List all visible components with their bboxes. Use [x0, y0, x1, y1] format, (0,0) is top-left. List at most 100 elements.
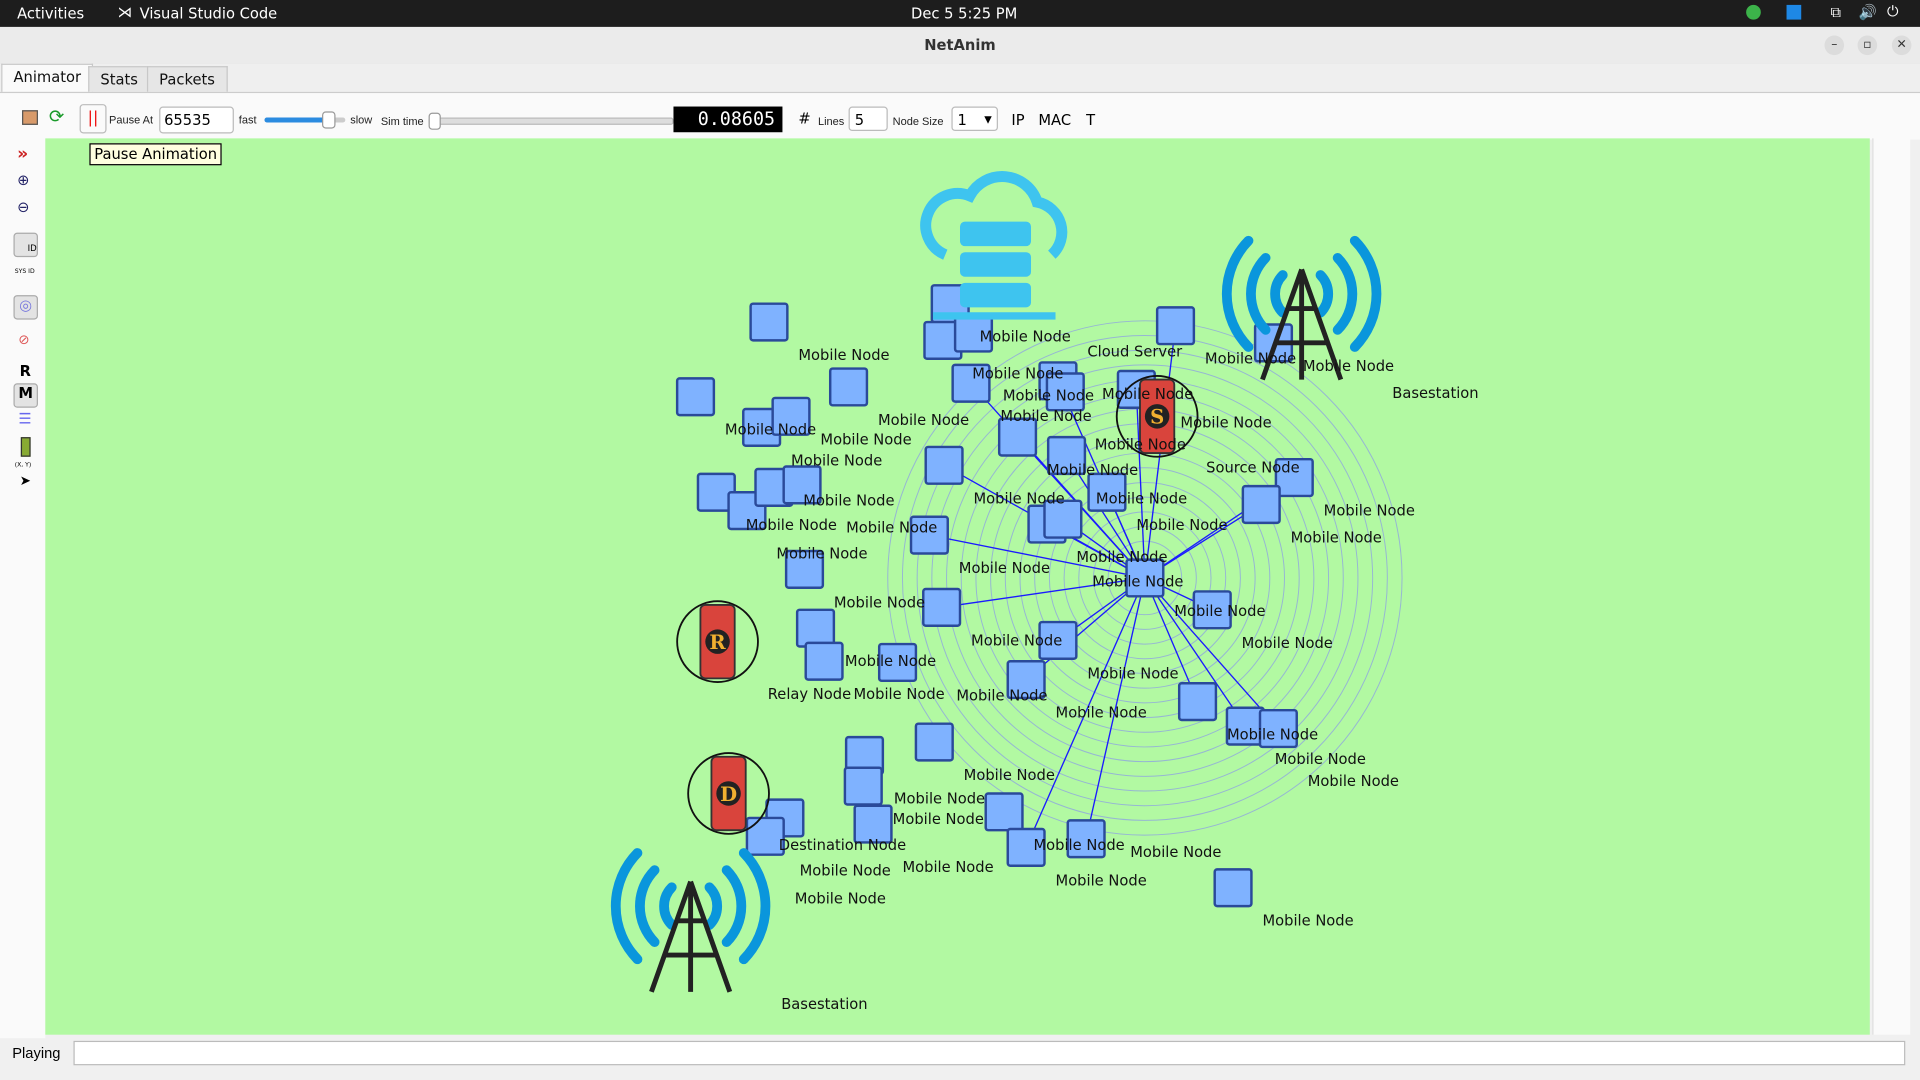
mobile-node-label: Mobile Node	[1274, 750, 1366, 768]
status-input[interactable]	[73, 1040, 1906, 1066]
show-id-button[interactable]: ID	[13, 232, 38, 258]
wireless-circles-button[interactable]: ◎	[13, 295, 38, 320]
t-toggle[interactable]: T	[1086, 111, 1096, 129]
mobile-node-icon	[914, 722, 954, 762]
routing-r-button[interactable]: R	[19, 362, 31, 380]
mobile-node-label: Mobile Node	[1130, 843, 1222, 861]
reload-icon[interactable]: ⟳	[48, 105, 65, 128]
mobile-node-icon	[745, 816, 785, 856]
mobile-node-icon	[782, 465, 822, 505]
ip-toggle[interactable]: IP	[1011, 111, 1025, 129]
mobile-node-label: Mobile Node	[1180, 413, 1272, 432]
server-base-icon	[933, 312, 1056, 320]
mobile-node-label: Mobile Node	[833, 593, 926, 612]
pause-button[interactable]: ||	[79, 104, 107, 134]
sys-id-button[interactable]: SYS ID	[14, 268, 35, 276]
download-icon[interactable]	[1786, 4, 1802, 20]
basestation-bottom-wave-icon	[659, 882, 677, 930]
grid-icon[interactable]: #	[798, 110, 811, 128]
activities-button[interactable]: Activities	[17, 4, 85, 23]
mobile-node-label: Mobile Node	[1055, 704, 1147, 722]
range-circle	[887, 320, 1403, 836]
open-file-icon[interactable]	[22, 110, 38, 125]
mobile-node-label: Mobile Node	[1102, 385, 1194, 403]
m-button[interactable]: M	[13, 383, 38, 408]
mobile-node-label: Mobile Node	[973, 489, 1065, 507]
sim-time-handle[interactable]	[428, 112, 441, 130]
mobile-node-label: Mobile Node	[1136, 516, 1228, 534]
mobile-node-icon	[853, 804, 893, 844]
packet-link	[1025, 577, 1146, 681]
mobile-node-label: Mobile Node	[1094, 435, 1186, 454]
mobile-node-icon	[1045, 372, 1085, 412]
mobile-node-label: Mobile Node	[956, 686, 1048, 705]
speed-slider-handle[interactable]	[322, 111, 337, 129]
left-toolbar: » ⊕ ⊖ ID SYS ID ◎ ⊘ R M ☰ (X, Y) ➤	[0, 138, 46, 1039]
xy-label[interactable]: (X, Y)	[14, 461, 32, 469]
mobile-node-label: Mobile Node	[1087, 664, 1179, 683]
mobile-node-label: Mobile Node	[820, 431, 912, 449]
mobile-node-label: Mobile Node	[1323, 502, 1415, 520]
volume-icon[interactable]: 🔊	[1858, 3, 1878, 21]
packet-link	[1135, 389, 1146, 578]
mobile-node-icon	[1087, 472, 1127, 512]
node-size-value: 1	[957, 111, 967, 129]
mac-toggle[interactable]: MAC	[1038, 111, 1072, 129]
server-rack-icon	[960, 252, 1032, 277]
tab-packets[interactable]: Packets	[146, 66, 228, 92]
mobile-node-label: Mobile Node	[799, 862, 891, 880]
mobile-node-label: Mobile Node	[853, 685, 945, 703]
tab-animator[interactable]: Animator	[1, 63, 94, 94]
basestation-top-wave-icon	[1349, 235, 1382, 352]
status-bar: Playing	[0, 1038, 1920, 1080]
mobile-node-label: Mobile Node	[844, 652, 937, 670]
speed-slider[interactable]	[264, 111, 346, 129]
maximize-button[interactable]: ▫	[1857, 35, 1878, 56]
mobile-node-label: Mobile Node	[1076, 548, 1168, 566]
destination-node-range-ring	[687, 752, 770, 835]
mobile-node-icon	[1066, 819, 1106, 859]
zoom-out-icon[interactable]: ⊖	[17, 198, 30, 216]
zoom-in-icon[interactable]: ⊕	[17, 171, 30, 189]
minimize-button[interactable]: –	[1824, 35, 1845, 56]
mobile-node-icon	[951, 363, 991, 403]
disable-icon[interactable]: ⊘	[18, 331, 30, 348]
mobile-node-icon	[997, 417, 1038, 457]
mobile-node-label: Mobile Node	[1204, 350, 1297, 368]
battery-icon[interactable]	[20, 437, 31, 457]
vertical-scrollbar[interactable]	[1872, 138, 1911, 1035]
mobile-node-icon	[1006, 660, 1046, 700]
mobile-node-label: Mobile Node	[1033, 836, 1125, 854]
lines-spinbox[interactable]: 5	[848, 106, 888, 132]
active-app-label[interactable]: Visual Studio Code	[139, 4, 278, 23]
expand-icon[interactable]: »	[17, 144, 29, 165]
range-circle	[1063, 496, 1227, 660]
mobile-node-label: Mobile Node	[1290, 528, 1382, 547]
mobile-node-label: Mobile Node	[1046, 461, 1139, 479]
sim-time-slider[interactable]	[428, 112, 674, 130]
mobile-node-icon	[1274, 457, 1314, 498]
relay-node-label: Relay Node	[767, 685, 852, 703]
mobile-node-icon	[924, 445, 964, 485]
mobile-node-icon	[749, 302, 789, 342]
cloud-server-label: Cloud Server	[1087, 342, 1183, 361]
node-size-label: Node Size	[892, 115, 944, 128]
cursor-icon[interactable]: ➤	[19, 472, 31, 489]
clock[interactable]: Dec 5 5:25 PM	[911, 4, 1018, 23]
node-size-select[interactable]: 1▼	[951, 106, 998, 132]
source-node-letter: S	[1150, 406, 1164, 429]
pause-at-input[interactable]: 65535	[159, 106, 234, 134]
network-icon[interactable]: ⧉	[1830, 3, 1842, 21]
basestation-top-wave-icon	[1332, 252, 1358, 335]
list-icon[interactable]: ☰	[18, 410, 32, 428]
close-button[interactable]: ✕	[1891, 35, 1912, 56]
network-scene: SRD	[610, 171, 1403, 993]
range-circle	[916, 349, 1374, 807]
update-status-icon[interactable]	[1746, 4, 1761, 20]
source-node-range-ring	[1115, 375, 1199, 458]
basestation-top-wave-icon	[1246, 252, 1271, 335]
power-icon[interactable]: ⏻	[1886, 2, 1899, 20]
packet-link	[1025, 577, 1146, 848]
tab-stats[interactable]: Stats	[88, 66, 151, 92]
